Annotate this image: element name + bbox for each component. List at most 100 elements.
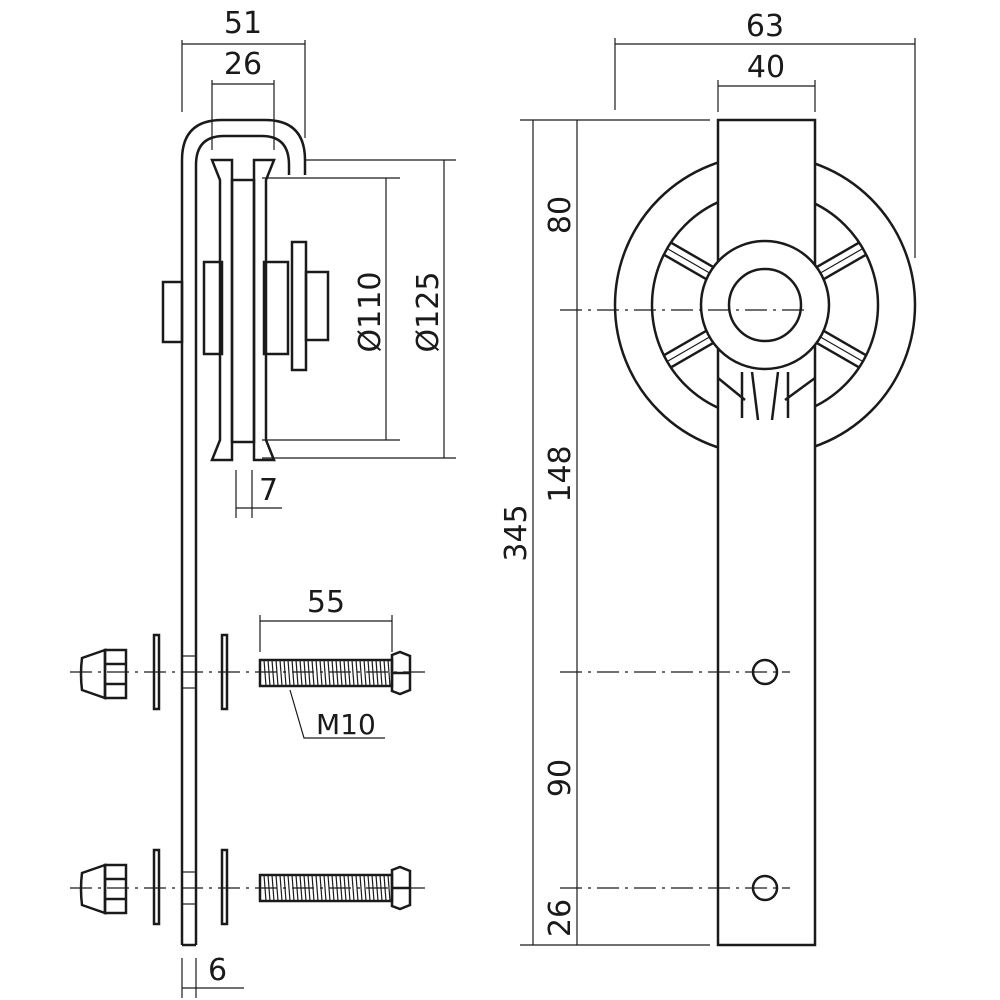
thread-line <box>379 659 383 687</box>
thread-line <box>295 874 299 902</box>
thread-line <box>339 874 343 902</box>
thread-line <box>319 659 323 687</box>
thread-line <box>335 874 339 902</box>
dim-strap-width: 40 <box>747 50 785 85</box>
thread-line <box>363 874 367 902</box>
label-bolt-thread: M10 <box>316 708 376 741</box>
thread-line <box>371 874 375 902</box>
wheel-side <box>202 158 290 462</box>
thread-line <box>291 874 295 902</box>
thread-line <box>359 659 363 687</box>
dim-front-wheel-width: 63 <box>746 9 784 44</box>
thread-line <box>287 659 291 687</box>
dim-side-width-total: 51 <box>224 6 262 41</box>
thread-line <box>371 659 375 687</box>
bolt-assembly-lower <box>70 848 425 926</box>
thread-line <box>339 659 343 687</box>
dim-bottom-to-hole: 26 <box>543 899 578 937</box>
spoke-line <box>816 334 864 363</box>
thread-line <box>271 874 275 902</box>
wheel-spokes <box>663 241 867 369</box>
thread-line <box>387 874 391 902</box>
thread-line <box>303 874 307 902</box>
thread-line <box>271 659 275 687</box>
thread-line <box>343 659 347 687</box>
thread-line <box>347 874 351 902</box>
dim-wheel-outer-diameter: Ø125 <box>411 272 446 353</box>
thread-line <box>267 874 271 902</box>
thread-line <box>279 874 283 902</box>
thread-line <box>311 659 315 687</box>
thread-line <box>347 659 351 687</box>
thread-line <box>323 874 327 902</box>
thread-line <box>311 874 315 902</box>
thread-line <box>315 659 319 687</box>
thread-line <box>327 874 331 902</box>
thread-line <box>387 659 391 687</box>
spoke-line <box>666 334 714 363</box>
thread-line <box>379 874 383 902</box>
bolt-threads <box>263 659 391 902</box>
thread-line <box>319 874 323 902</box>
axle-washer <box>290 240 308 372</box>
thread-line <box>275 659 279 687</box>
thread-line <box>331 874 335 902</box>
dim-wheel-inner-diameter: Ø110 <box>353 272 388 353</box>
axle-nut <box>304 270 330 342</box>
thread-line <box>355 874 359 902</box>
spoke-line <box>816 247 864 276</box>
side-view <box>70 40 456 998</box>
thread-line <box>287 874 291 902</box>
spoke-line <box>812 241 860 271</box>
thread-line <box>275 874 279 902</box>
spoke-line <box>663 253 711 283</box>
spoke-line <box>819 327 867 357</box>
thread-line <box>283 874 287 902</box>
dim-side-wheel-width: 26 <box>224 47 262 82</box>
thread-line <box>303 659 307 687</box>
thread-line <box>315 874 319 902</box>
thread-line <box>307 874 311 902</box>
dim-hole-spacing: 90 <box>543 759 578 797</box>
thread-line <box>383 874 387 902</box>
spoke-line <box>666 247 714 276</box>
spoke-line <box>819 253 867 283</box>
thread-line <box>331 659 335 687</box>
thread-line <box>367 874 371 902</box>
thread-line <box>367 659 371 687</box>
axle-boss <box>161 280 184 344</box>
dim-bolt-length: 55 <box>307 585 345 620</box>
thread-line <box>351 874 355 902</box>
dim-top-to-axle: 80 <box>543 196 578 234</box>
thread-line <box>383 659 387 687</box>
thread-line <box>351 659 355 687</box>
thread-line <box>375 659 379 687</box>
thread-line <box>323 659 327 687</box>
spoke-line <box>670 339 718 369</box>
bolt-assembly-upper <box>70 633 425 711</box>
wheel-hub <box>699 239 831 371</box>
thread-line <box>263 874 267 902</box>
thread-line <box>299 874 303 902</box>
thread-line <box>283 659 287 687</box>
dim-total-height: 345 <box>499 504 534 561</box>
thread-line <box>359 874 363 902</box>
thread-line <box>291 659 295 687</box>
dim-axle-to-hole: 148 <box>543 445 578 502</box>
lower-spokes <box>717 371 816 421</box>
thread-line <box>263 659 267 687</box>
thread-line <box>327 659 331 687</box>
hanger-strap <box>180 118 307 945</box>
thread-line <box>343 874 347 902</box>
dim-groove-width: 7 <box>259 473 278 508</box>
thread-line <box>267 659 271 687</box>
thread-line <box>307 659 311 687</box>
thread-line <box>299 659 303 687</box>
front-view <box>520 38 917 947</box>
thread-line <box>335 659 339 687</box>
thread-line <box>375 874 379 902</box>
thread-line <box>355 659 359 687</box>
thread-line <box>295 659 299 687</box>
spoke-line <box>812 339 860 369</box>
